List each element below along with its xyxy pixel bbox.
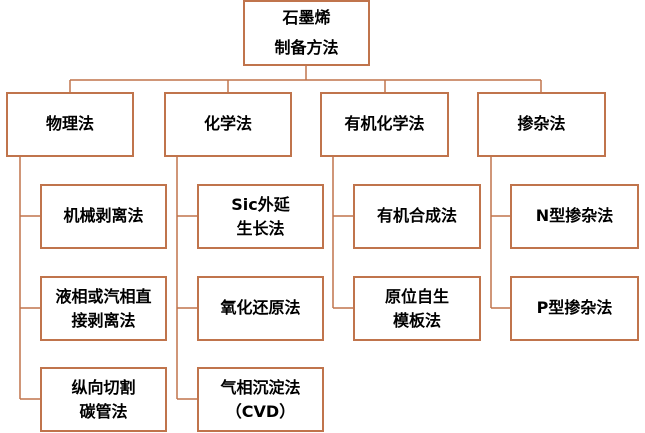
method-nanotube-unzipping: 纵向切割 碳管法	[40, 367, 167, 432]
category-organic: 有机化学法	[320, 92, 449, 157]
category-doping: 掺杂法	[477, 92, 606, 157]
method-sic-epitaxial-growth: Sic外延 生长法	[197, 184, 324, 249]
category-physical: 物理法	[6, 92, 134, 157]
method-mechanical-exfoliation: 机械剥离法	[40, 184, 167, 249]
method-organic-synthesis: 有机合成法	[353, 184, 481, 249]
method-cvd: 气相沉淀法 （CVD）	[197, 367, 324, 432]
method-redox: 氧化还原法	[197, 276, 324, 341]
root-node: 石墨烯 制备方法	[243, 0, 370, 66]
method-liquid-vapor-exfoliation: 液相或汽相直 接剥离法	[40, 276, 167, 341]
method-p-type-doping: P型掺杂法	[510, 276, 639, 341]
method-in-situ-template: 原位自生 模板法	[353, 276, 481, 341]
method-n-type-doping: N型掺杂法	[510, 184, 639, 249]
category-chemical: 化学法	[164, 92, 292, 157]
